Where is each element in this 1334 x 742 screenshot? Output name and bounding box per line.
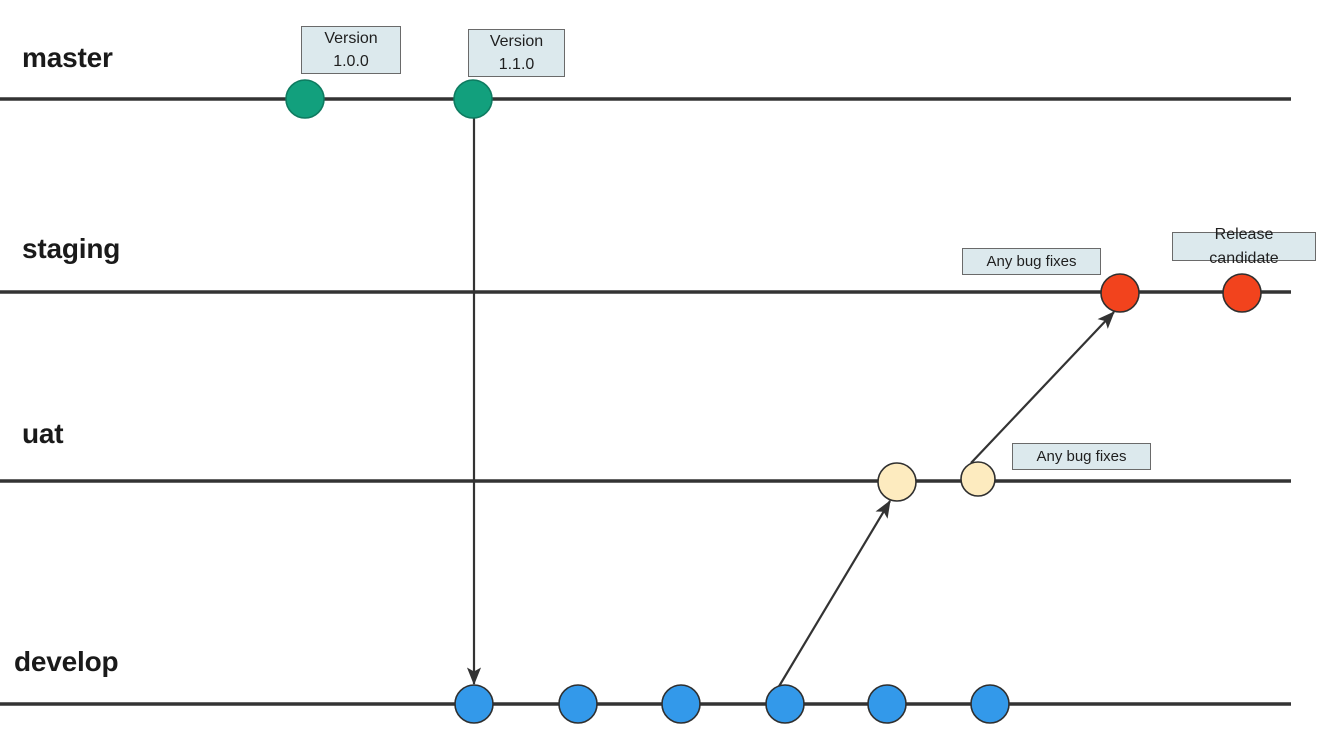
branch-label-master: master [22, 42, 113, 73]
tag-version-1-0-0-line-1: Version [324, 29, 378, 47]
tag-uat-any-bug-fixes-line-1: Any bug fixes [1036, 447, 1127, 465]
uat-commit-2[interactable] [960, 461, 996, 497]
staging-commit-1[interactable] [1100, 273, 1140, 313]
develop-commit-2[interactable] [558, 684, 598, 724]
tag-version-1-1-0-line-2: 1.1.0 [498, 56, 535, 73]
master-commit-2[interactable] [453, 79, 493, 119]
develop-commit-3[interactable] [661, 684, 701, 724]
connector-lines-group [466, 118, 1115, 689]
uat-to-staging-merge-arrow [970, 311, 1115, 464]
branch-label-staging: staging [22, 233, 121, 264]
staging-commit-2[interactable] [1222, 273, 1262, 313]
branch-label-uat: uat [22, 418, 64, 449]
develop-commit-4[interactable] [765, 684, 805, 724]
tag-uat-any-bug-fixes: Any bug fixes [1012, 443, 1151, 470]
tag-version-1-1-0: Version 1.1.0 [468, 29, 565, 77]
tag-staging-any-bug-fixes: Any bug fixes [962, 248, 1101, 275]
uat-commit-1[interactable] [877, 462, 917, 502]
tag-version-1-1-0-line-1: Version [489, 32, 544, 50]
tag-release-candidate: Release candidate [1172, 226, 1316, 267]
tag-staging-any-bug-fixes-line-1: Any bug fixes [986, 252, 1077, 270]
branch-lines-group [0, 97, 1291, 706]
develop-to-uat-merge-arrow [777, 500, 891, 689]
tag-version-1-0-0-line-2: 1.0.0 [333, 53, 369, 70]
tag-release-candidate-line-1: Release candidate [1209, 226, 1279, 267]
tag-version-1-0-0: Version 1.0.0 [301, 26, 401, 74]
develop-commit-5[interactable] [867, 684, 907, 724]
commit-nodes-group [285, 79, 1262, 724]
master-commit-1[interactable] [285, 79, 325, 119]
branch-label-develop: develop [14, 646, 119, 677]
develop-commit-1[interactable] [454, 684, 494, 724]
develop-commit-6[interactable] [970, 684, 1010, 724]
